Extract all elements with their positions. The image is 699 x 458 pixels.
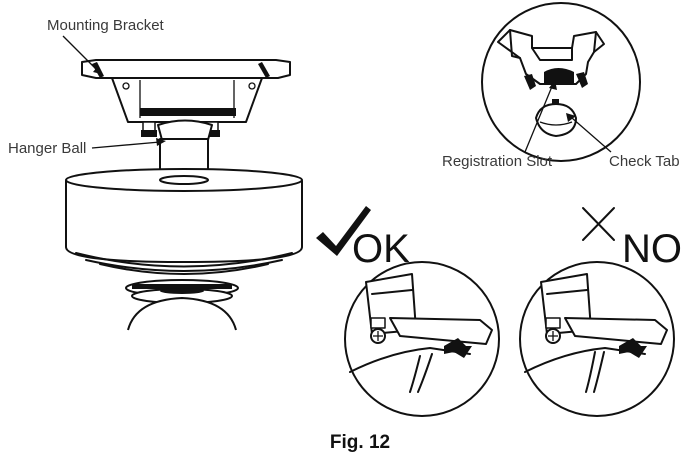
hanger-ball [157,119,213,141]
figure-caption: Fig. 12 [330,432,390,453]
no-detail-circle [519,261,675,417]
no-label: NO [622,227,682,271]
ok-label: OK [352,227,410,271]
label-hanger-ball: Hanger Ball [8,140,86,157]
mounting-bracket [81,59,291,79]
label-registration-slot: Registration Slot [442,153,553,170]
check-tab-ball [535,103,577,137]
canopy [65,180,303,263]
registration-detail [481,2,641,162]
check-mark-icon [316,206,371,256]
motor-housing [127,297,237,331]
ok-detail-circle [344,261,500,417]
label-check-tab: Check Tab [609,153,680,170]
registration-slot [544,68,574,84]
no-section: NO [519,207,682,417]
x-mark-icon [582,207,615,241]
label-mounting-bracket: Mounting Bracket [47,17,165,34]
fan-assembly [65,59,303,331]
ok-section: OK [316,206,500,417]
